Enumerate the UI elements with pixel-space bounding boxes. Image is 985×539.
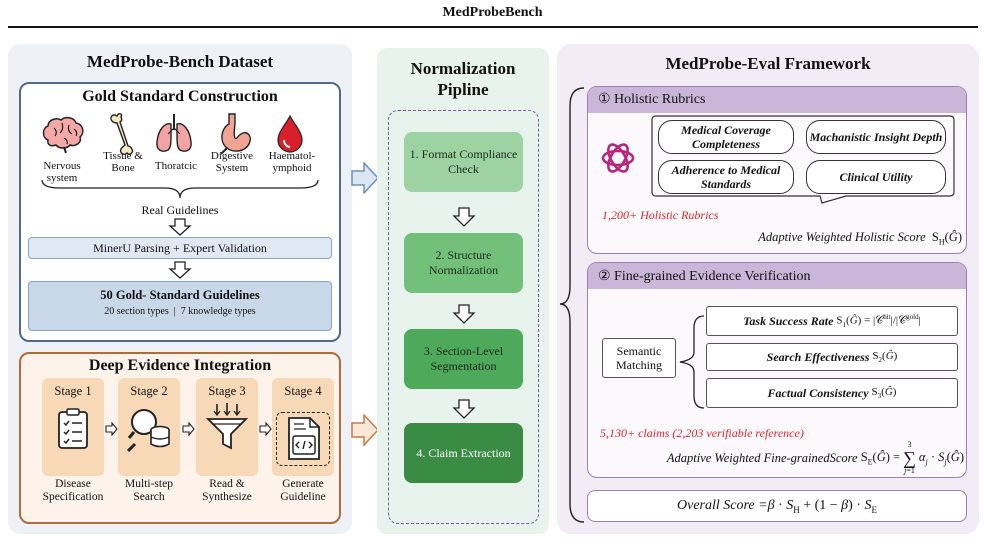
rubric-pill: Adherence to Medical Standards [658,160,794,194]
metric-task-success: Task Success Rate S1(Ĝ) = |𝒞hit|/|𝒞gold| [706,306,958,336]
overall-score-box: Overall Score =β · SH + (1 − β) · SE [587,490,967,522]
code-document-icon [284,416,324,462]
gold-guidelines-title: 50 Gold- Standard Guidelines [100,288,260,302]
checklist-icon [54,408,92,452]
gold-standard-title: Gold Standard Construction [82,88,278,105]
grouping-brace [40,178,320,200]
stage-title: Stage 1 [54,384,92,398]
llm-logo-icon [598,138,638,178]
organ-label: Nervous system [43,160,81,184]
metric-label: Search Effectiveness [766,349,870,364]
down-arrow-icon [452,207,476,227]
gold-guidelines-box [28,281,332,331]
normalization-title: Normalization Pipline [410,59,516,99]
fine-grained-count: 5,130+ claims (2,203 verifiable referenc… [600,426,804,440]
framework-brace [558,86,586,524]
holistic-title: ① Holistic Rubrics [598,92,706,107]
pipeline-step-4: 4. Claim Extraction [404,423,523,483]
organ-label: Tissue & Bone [103,150,143,174]
stage-label: Multi-step Search [125,478,173,503]
right-arrow-icon [182,421,195,437]
semantic-matching-box: Semantic Matching [602,338,676,378]
rubric-pill: Medical Coverage Completeness [658,120,794,154]
stage-title: Stage 3 [208,384,246,398]
pipeline-dashed-frame [388,110,539,524]
stage-label: Read & Synthesize [202,478,252,503]
metrics-brace [676,312,706,412]
deep-evidence-title: Deep Evidence Integration [88,357,272,374]
eval-framework-title: MedProbe-Eval Framework [665,54,871,73]
pipeline-step-3: 3. Section-Level Segmentation [404,329,523,389]
rubric-pill: Clinical Utility [806,160,946,194]
lungs-icon [154,112,194,156]
metric-factual-consistency: Factual Consistency S3(Ĝ) [706,378,958,408]
organ-label: Haematol-ymphoid [268,150,316,174]
bone-icon [108,112,136,156]
overall-score-label: Overall Score [677,498,755,513]
organ-label: Thoratcic [154,160,198,172]
brain-icon [40,114,86,154]
figure-title: MedProbeBench [442,5,543,20]
pipeline-step-2: 2. Structure Normalization [404,233,523,293]
right-arrow-icon [105,421,118,437]
fine-grained-score-label: Adaptive Weighted Fine-grainedScore [666,450,858,465]
fine-grained-header-bar [588,263,966,289]
rubric-pill: Machanistic Insight Depth [806,120,946,154]
dataset-title: MedProbe-Bench Dataset [86,52,274,71]
blood-drop-icon [274,114,306,154]
title-rule [8,26,978,28]
metric-search-effectiveness: Search Effectiveness S2(Ĝ) [706,343,958,371]
organ-label: Digestive System [210,150,254,174]
down-arrow-icon [168,261,192,279]
metric-label: Factual Consistency [767,385,869,400]
pipeline-step-1: 1. Format Compliance Check [404,132,523,192]
holistic-score-line: Adaptive Weighted Holistic Score SH(Ĝ) [758,230,962,247]
stage-label: Disease Specification [42,478,104,503]
fine-grained-score-line: Adaptive Weighted Fine-grainedScore SE(Ĝ… [666,440,964,475]
holistic-score-label: Adaptive Weighted Holistic Score [758,230,926,244]
metric-label: Task Success Rate [743,313,834,328]
down-arrow-icon [452,399,476,419]
stage-title: Stage 4 [284,384,322,398]
holistic-count: 1,200+ Holistic Rubrics [602,208,719,222]
gold-guidelines-subtitle: 20 section types | 7 knowledge types [104,306,256,317]
flow-arrow-orange-icon [351,413,380,447]
fine-grained-title: ② Fine-grained Evidence Verification [598,269,811,284]
parsing-bar: MinerU Parsing + Expert Validation [28,237,332,259]
search-database-icon [126,404,174,453]
flow-arrow-blue-icon [351,161,380,195]
stomach-icon [215,112,255,156]
down-arrow-icon [168,218,192,236]
stage-label: Generate Guideline [280,478,326,503]
holistic-header-bar [588,87,966,113]
down-arrow-icon [452,304,476,324]
real-guidelines-label: Real Guidelines [141,203,219,217]
stage-title: Stage 2 [130,384,168,398]
funnel-icon [204,402,250,452]
right-arrow-icon [259,421,272,437]
